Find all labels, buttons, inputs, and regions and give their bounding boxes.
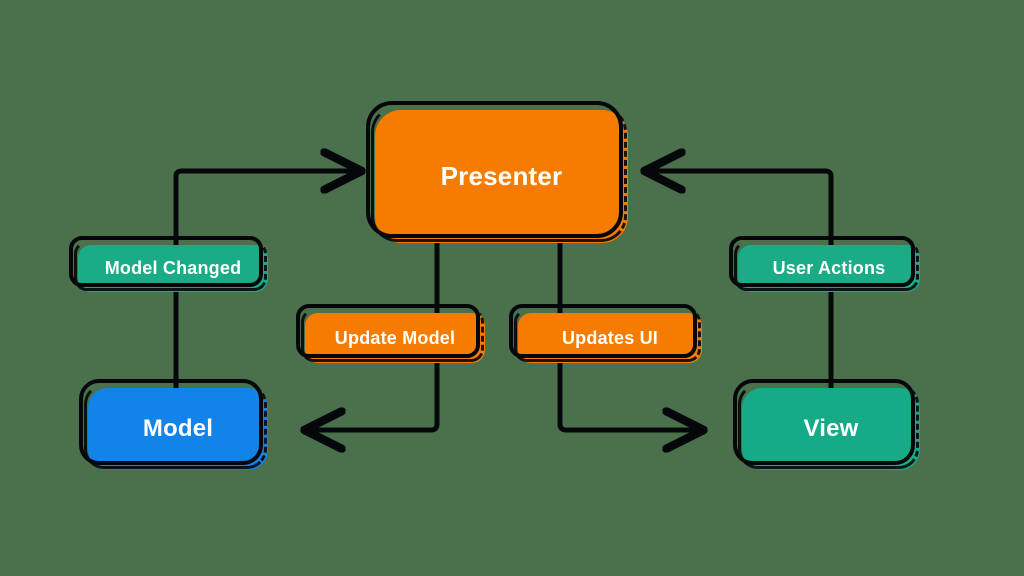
edge-label-updates-ui-text: Updates UI [561, 327, 659, 348]
node-model[interactable]: Model [79, 379, 268, 470]
edge-label-update-model[interactable]: Update Model [296, 304, 485, 363]
edge-label-user-actions-text: User Actions [772, 258, 886, 278]
edge-label-model-changed-text: Model Changed [104, 258, 242, 278]
node-view-label: View [803, 415, 859, 442]
node-model-label: Model [142, 415, 214, 442]
edge-label-user-actions[interactable]: User Actions [729, 236, 920, 292]
edge-label-update-model-text: Update Model [334, 327, 456, 348]
edge-label-updates-ui[interactable]: Updates UI [509, 304, 702, 363]
node-view[interactable]: View [733, 379, 920, 470]
edge-label-model-changed[interactable]: Model Changed [69, 236, 268, 292]
node-presenter-label: Presenter [440, 161, 563, 191]
node-presenter[interactable]: Presenter [366, 101, 628, 243]
